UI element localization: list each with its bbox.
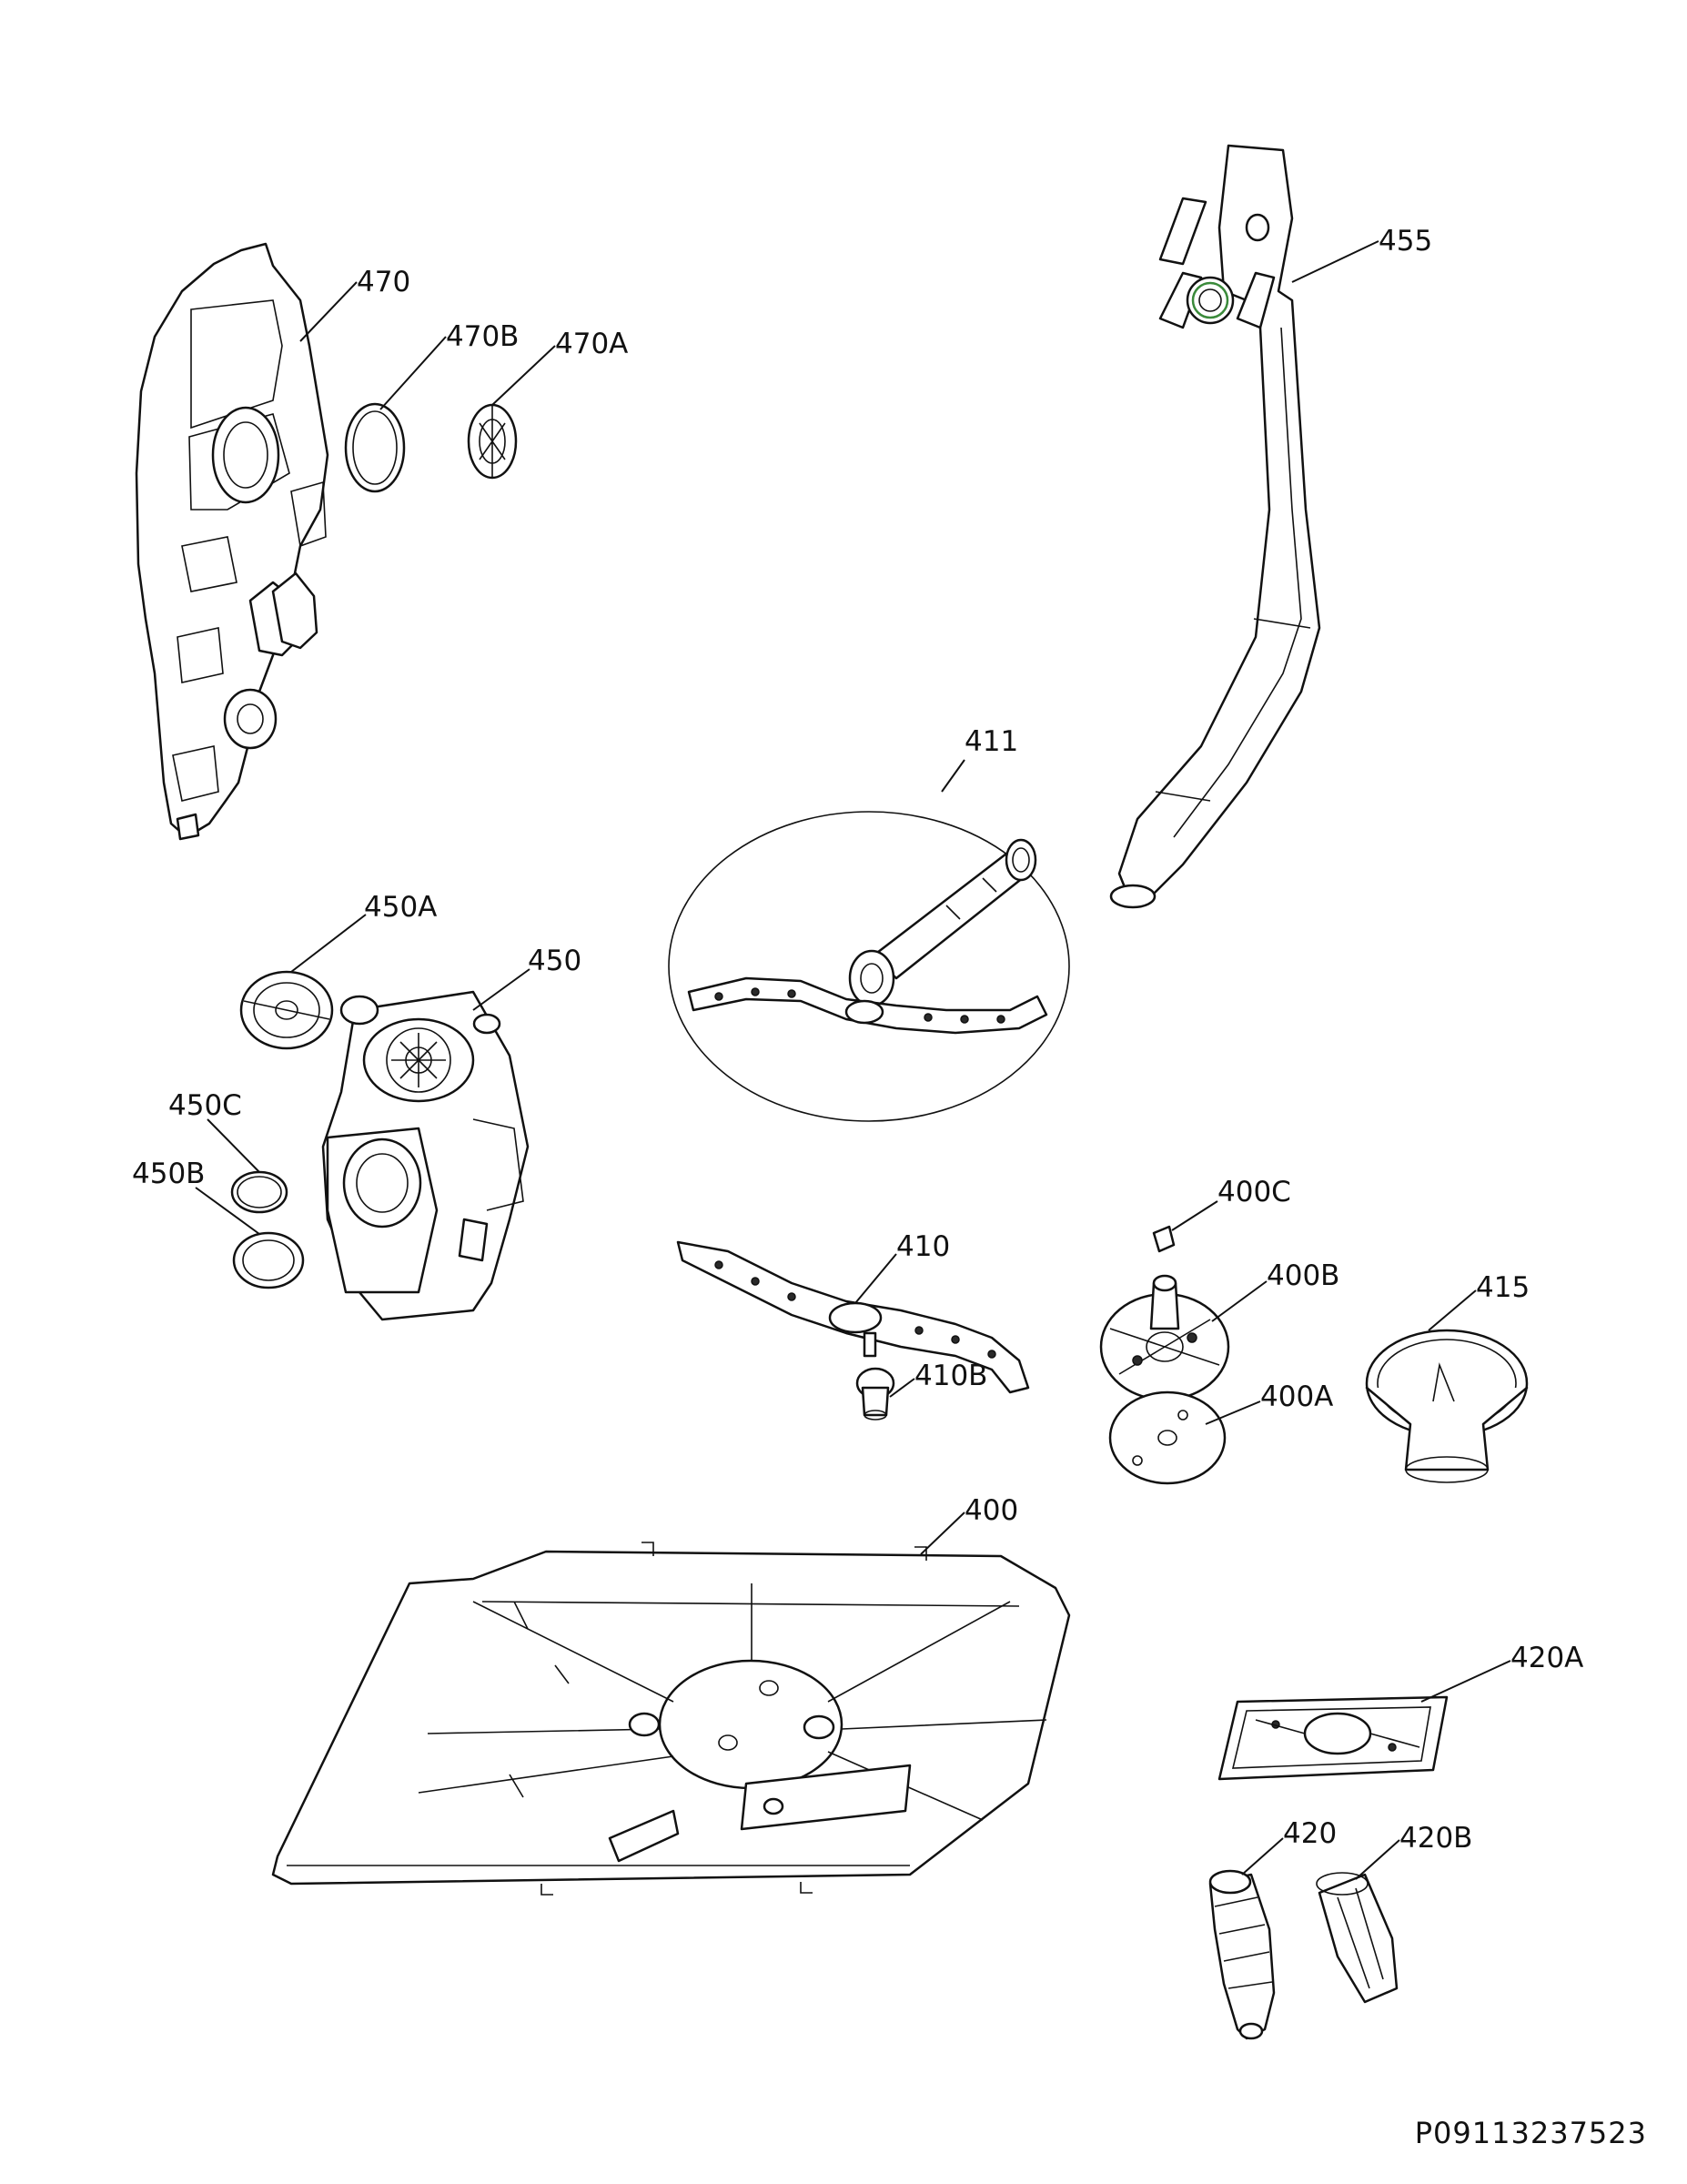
callout-400b: 400B bbox=[1267, 1259, 1339, 1292]
drawing-number: P09113237523 bbox=[1415, 2116, 1647, 2150]
callout-420b: 420B bbox=[1399, 1822, 1472, 1855]
part-450-salt-container-assembly bbox=[321, 990, 530, 1321]
part-400a-disc bbox=[1108, 1390, 1227, 1485]
callout-470b: 470B bbox=[446, 320, 519, 353]
callout-450: 450 bbox=[528, 945, 581, 977]
part-411-upper-spray-arm-detail bbox=[668, 811, 1070, 1122]
part-400c-clip bbox=[1152, 1225, 1176, 1253]
callout-400a: 400A bbox=[1260, 1380, 1333, 1413]
callout-400: 400 bbox=[965, 1494, 1018, 1527]
callout-455: 455 bbox=[1379, 225, 1432, 258]
part-450b-ring bbox=[232, 1231, 305, 1289]
salt-cap-icon bbox=[239, 970, 334, 1050]
callout-411: 411 bbox=[965, 725, 1018, 758]
callout-410: 410 bbox=[896, 1230, 950, 1263]
part-470b-gasket-ring bbox=[344, 402, 406, 493]
part-400b-filter-housing bbox=[1099, 1274, 1230, 1401]
callout-470: 470 bbox=[357, 266, 410, 298]
part-415-funnel-filter bbox=[1365, 1329, 1529, 1483]
part-470-manifold-panel bbox=[135, 242, 329, 841]
part-420a-cover-plate bbox=[1217, 1695, 1449, 1781]
part-450c-ring bbox=[230, 1170, 288, 1214]
part-420b-cage bbox=[1316, 1872, 1399, 2004]
leader-lines bbox=[195, 240, 1511, 1880]
part-410-lower-spray-arm bbox=[676, 1240, 1030, 1394]
callout-420a: 420A bbox=[1510, 1642, 1583, 1674]
callout-415: 415 bbox=[1476, 1271, 1530, 1304]
part-470a-seal-disc bbox=[467, 403, 518, 480]
callout-470a: 470A bbox=[555, 328, 628, 360]
callout-450c: 450C bbox=[168, 1089, 242, 1122]
callout-420: 420 bbox=[1283, 1817, 1337, 1850]
part-400-base-plate bbox=[271, 1542, 1071, 1896]
callout-400c: 400C bbox=[1217, 1176, 1291, 1208]
callout-450b: 450B bbox=[132, 1158, 205, 1190]
callout-410b: 410B bbox=[914, 1360, 987, 1392]
part-410b-nut bbox=[855, 1367, 895, 1421]
part-455-supply-pipe bbox=[1109, 144, 1321, 909]
callout-labels: 470 470B 470A 455 411 450A 450 450C 450B… bbox=[132, 225, 1583, 1855]
part-420-valve bbox=[1208, 1869, 1276, 2040]
callout-450a: 450A bbox=[364, 891, 437, 924]
